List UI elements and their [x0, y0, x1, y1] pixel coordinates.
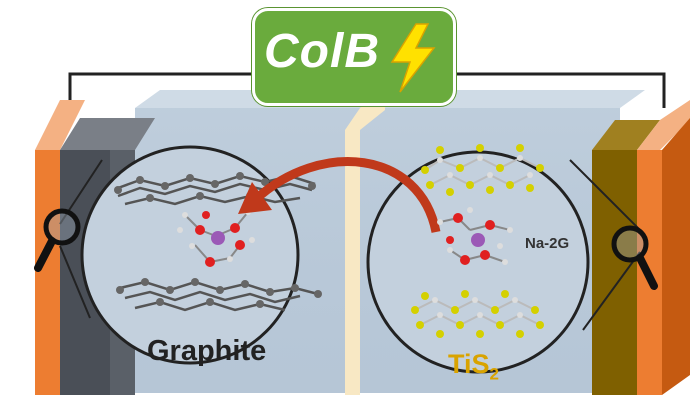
na-2g-label: Na-2G — [525, 235, 570, 252]
graphite-label: Graphite — [147, 335, 267, 367]
title-text: ColB — [264, 25, 380, 78]
cathode-layer — [592, 150, 637, 395]
graphite-intercalated-complex — [177, 209, 255, 267]
anode-current-collector — [35, 100, 85, 150]
cathode-layer-top — [592, 120, 660, 150]
tis2-zoom-circle — [366, 150, 590, 374]
tis2-bottom-layer — [411, 290, 544, 338]
intercalation-arrow — [251, 157, 441, 233]
magnifier-icon-left — [34, 208, 81, 272]
tis2-label: TiS2 — [448, 349, 499, 384]
na-2g-complex — [437, 207, 513, 265]
cathode-current-collector — [637, 100, 690, 150]
anode-layer-top — [60, 118, 155, 150]
tis2-label-subscript: 2 — [489, 364, 499, 384]
magnifier-icon-right — [611, 225, 658, 290]
tis2-label-main: TiS — [448, 349, 490, 379]
lightning-bolt-icon — [390, 23, 436, 93]
tis2-top-layer — [421, 144, 544, 196]
